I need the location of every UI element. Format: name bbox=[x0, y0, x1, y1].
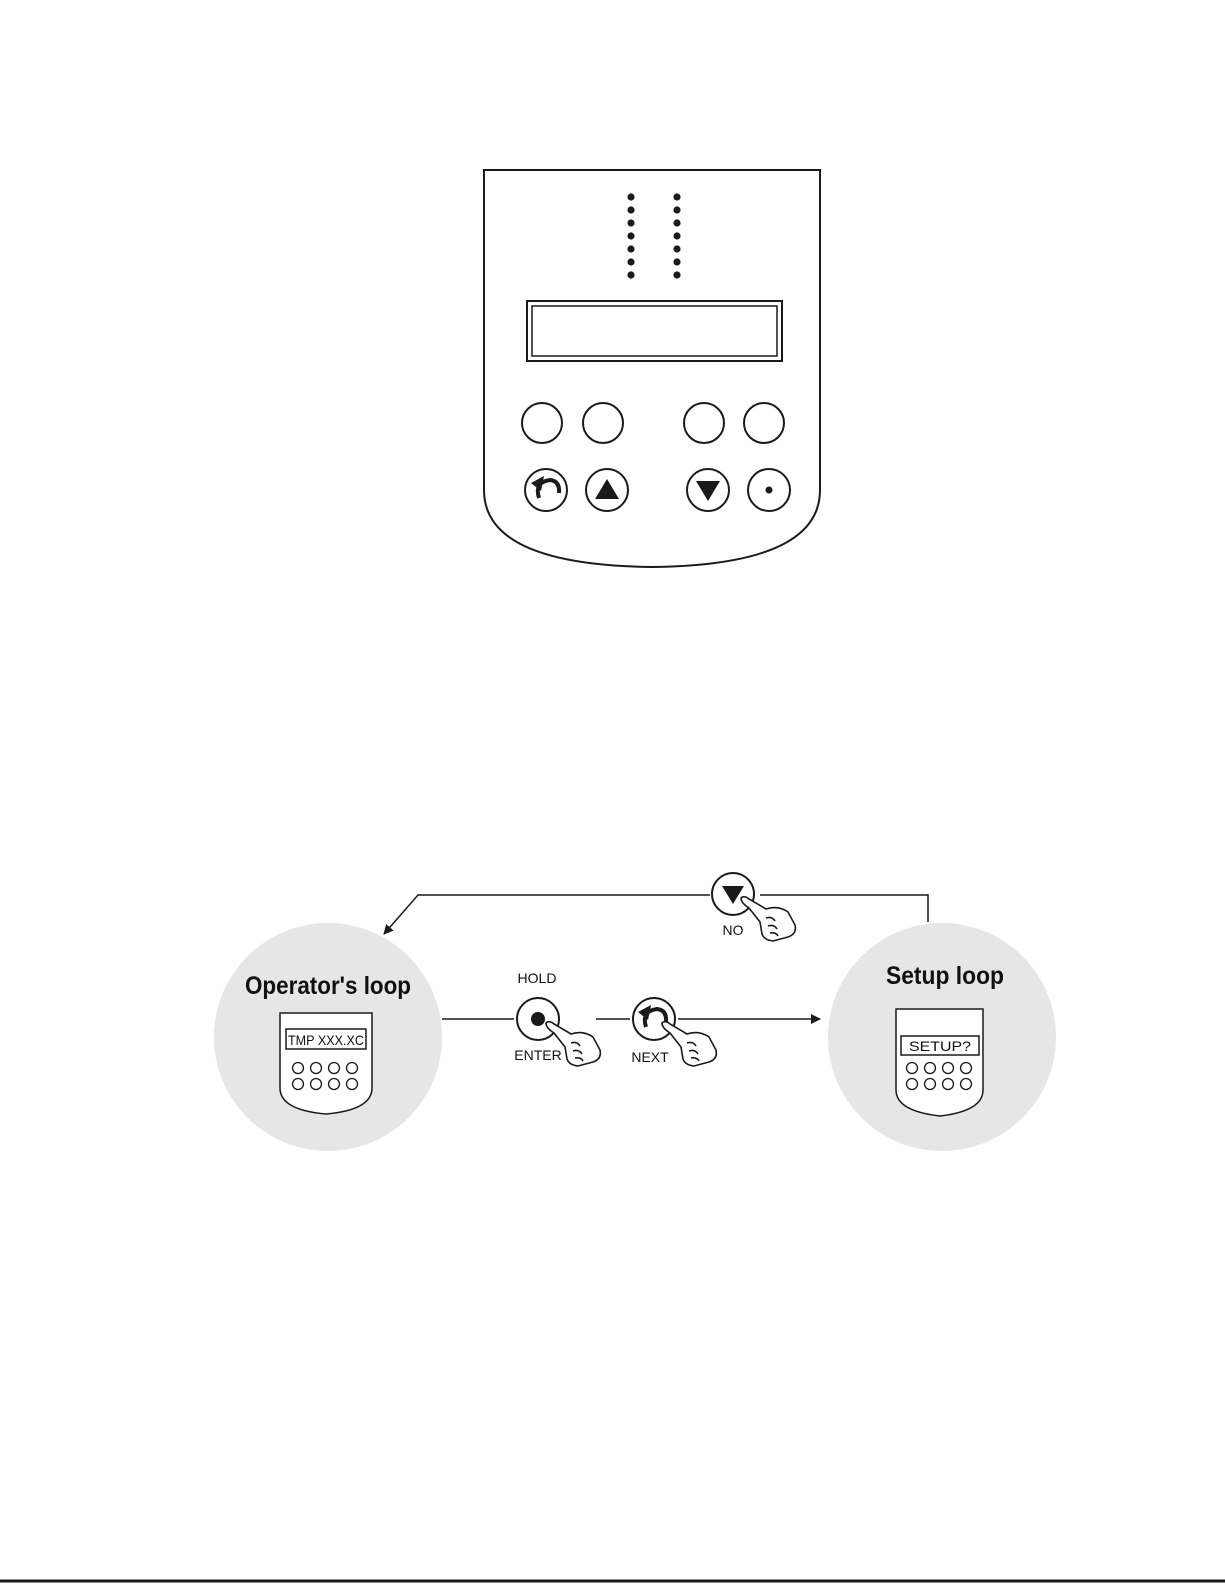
next-button[interactable]: NEXT bbox=[631, 998, 716, 1066]
down-button[interactable] bbox=[687, 469, 729, 511]
operator-loop-display-text: TMP XXX.XC bbox=[288, 1032, 364, 1048]
led-dot bbox=[627, 245, 634, 252]
led-dot bbox=[627, 193, 634, 200]
led-dot bbox=[673, 271, 680, 278]
no-button[interactable]: NO bbox=[712, 873, 795, 941]
up-button[interactable] bbox=[586, 469, 628, 511]
led-dot bbox=[627, 206, 634, 213]
operator-loop: Operator's loop TMP XXX.XC bbox=[214, 923, 442, 1151]
loop-diagram: Operator's loop TMP XXX.XC Setup loop SE… bbox=[214, 873, 1056, 1151]
keypad-button-4[interactable] bbox=[744, 403, 784, 443]
led-dot bbox=[673, 206, 680, 213]
keypad-button-1[interactable] bbox=[522, 403, 562, 443]
dot-icon bbox=[531, 1012, 545, 1026]
no-return-arrow bbox=[384, 895, 710, 934]
return-button[interactable] bbox=[525, 469, 567, 511]
led-dot bbox=[673, 219, 680, 226]
keypad-button-3[interactable] bbox=[684, 403, 724, 443]
operator-loop-title: Operator's loop bbox=[245, 972, 411, 1000]
led-dot bbox=[673, 245, 680, 252]
setup-loop-display-text: SETUP? bbox=[909, 1038, 971, 1054]
operator-loop-device-icon: TMP XXX.XC bbox=[280, 1013, 372, 1114]
enter-button[interactable] bbox=[748, 469, 790, 511]
enter-hold-button[interactable]: HOLD ENTER bbox=[514, 970, 600, 1066]
setup-loop-device-icon: SETUP? bbox=[896, 1009, 983, 1116]
keypad-button-2[interactable] bbox=[583, 403, 623, 443]
led-dot bbox=[673, 193, 680, 200]
led-dot bbox=[673, 258, 680, 265]
led-dot bbox=[627, 271, 634, 278]
dot-icon bbox=[766, 487, 773, 494]
led-dot bbox=[627, 258, 634, 265]
hold-label: HOLD bbox=[518, 970, 557, 986]
pointing-hand-icon bbox=[662, 1022, 716, 1066]
led-dot bbox=[627, 232, 634, 239]
setup-loop: Setup loop SETUP? bbox=[828, 923, 1056, 1151]
next-label: NEXT bbox=[631, 1049, 669, 1065]
setup-loop-title: Setup loop bbox=[886, 962, 1004, 990]
enter-label: ENTER bbox=[514, 1047, 561, 1063]
led-dot bbox=[673, 232, 680, 239]
led-dot bbox=[627, 219, 634, 226]
keypad-panel bbox=[484, 170, 820, 567]
no-label: NO bbox=[723, 922, 744, 938]
pointing-hand-icon bbox=[741, 897, 795, 941]
